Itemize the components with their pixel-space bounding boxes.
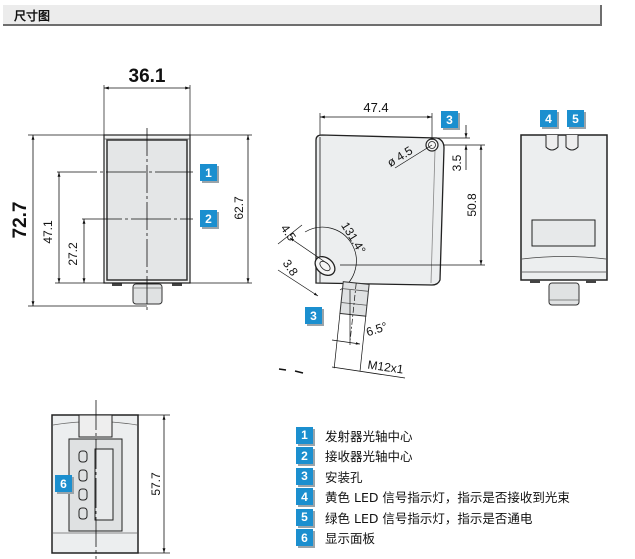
legend-text: 绿色 LED 信号指示灯，指示是否通电 xyxy=(325,510,533,526)
front-receiver-axis-dim: 27.2 xyxy=(66,242,80,266)
side-body xyxy=(315,134,445,286)
side-view: 47.4 ø 4.5 3.5 50.8 4.5 3.8 131.4° 6.5° … xyxy=(278,100,485,379)
legend-item: 2 接收器光轴中心 xyxy=(296,446,570,467)
panel-height-dim: 57.7 xyxy=(149,472,163,496)
front-total-height-dim: 72.7 xyxy=(10,202,31,239)
callout-3-bottom: 3 xyxy=(305,307,322,324)
section-title: 尺寸图 xyxy=(14,9,51,23)
legend-item: 1 发射器光轴中心 xyxy=(296,425,570,446)
back-body xyxy=(520,134,608,281)
legend-item: 6 显示面板 xyxy=(296,528,570,549)
back-connector xyxy=(548,282,580,306)
back-display-window xyxy=(531,219,596,247)
legend-text: 黄色 LED 信号指示灯，指示是否接收到光束 xyxy=(325,490,570,506)
side-connector-angle-dim: 6.5° xyxy=(364,319,389,339)
legend-badge: 3 xyxy=(296,467,313,485)
legend-item: 4 黄色 LED 信号指示灯，指示是否接收到光束 xyxy=(296,487,570,508)
back-view xyxy=(520,134,608,306)
legend-item: 5 绿色 LED 信号指示灯，指示是否通电 xyxy=(296,507,570,528)
legend-text: 安装孔 xyxy=(325,469,363,485)
bottom-mounting-slot xyxy=(314,255,336,277)
side-top-offset-dim: 3.5 xyxy=(450,154,464,171)
callout-1: 1 xyxy=(200,164,217,181)
legend-badge: 5 xyxy=(296,508,313,526)
legend-badge: 1 xyxy=(296,426,313,444)
legend: 1 发射器光轴中心 2 接收器光轴中心 3 安装孔 4 黄色 LED 信号指示灯… xyxy=(296,425,570,548)
front-emitter-axis-dim: 47.1 xyxy=(41,220,55,244)
front-width-dim: 36.1 xyxy=(129,66,166,87)
side-connector-thread: M12x1 xyxy=(367,358,405,377)
legend-text: 接收器光轴中心 xyxy=(325,449,413,465)
front-view: 36.1 72.7 47.1 27.2 62.7 xyxy=(10,66,252,310)
callout-6: 6 xyxy=(55,475,72,492)
callout-4: 4 xyxy=(540,110,557,127)
legend-text: 显示面板 xyxy=(325,531,376,547)
legend-badge: 4 xyxy=(296,488,313,506)
legend-text: 发射器光轴中心 xyxy=(325,428,413,444)
section-header: 尺寸图 xyxy=(3,5,602,26)
side-width-dim: 47.4 xyxy=(363,100,388,115)
legend-badge: 2 xyxy=(296,447,313,465)
side-slot-width-dim: 4.5 xyxy=(278,222,299,244)
legend-badge: 6 xyxy=(296,529,313,547)
side-slot-length-dim: 3.8 xyxy=(280,257,301,279)
callout-5: 5 xyxy=(567,110,584,127)
callout-2: 2 xyxy=(200,210,217,227)
legend-item: 3 安装孔 xyxy=(296,466,570,487)
callout-3-top: 3 xyxy=(441,111,458,128)
front-body-height-dim: 62.7 xyxy=(232,196,246,220)
front-connector xyxy=(132,283,163,305)
side-hole-spacing-dim: 50.8 xyxy=(465,193,479,217)
